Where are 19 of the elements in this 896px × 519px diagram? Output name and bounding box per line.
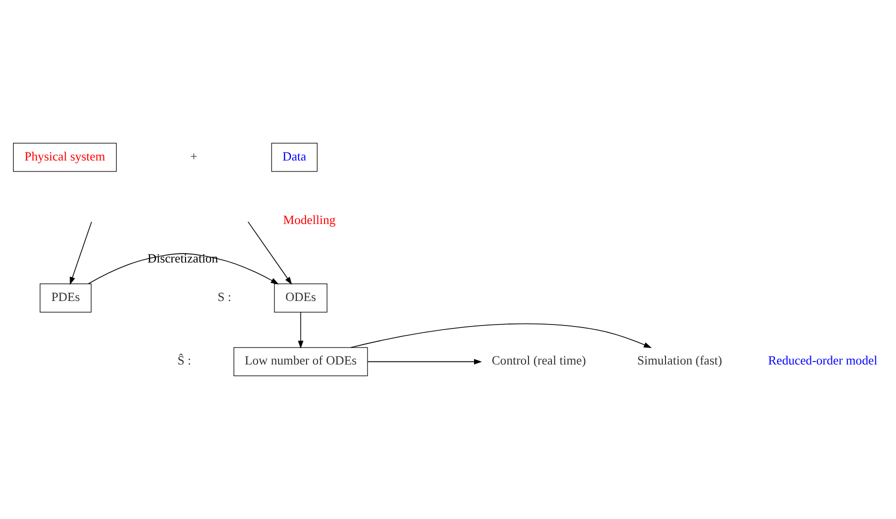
node-box: Data xyxy=(270,142,318,172)
node-box: Low number of ODEs xyxy=(233,347,368,376)
arrow xyxy=(350,323,652,348)
arrow xyxy=(247,221,292,285)
arrow xyxy=(366,358,482,364)
node-box: ODEs xyxy=(274,284,327,312)
label: + xyxy=(190,149,197,164)
node-text: Simulation (fast) xyxy=(636,354,722,368)
node-text: Control (real time) xyxy=(491,354,586,368)
edge-label: Discretization xyxy=(147,251,218,266)
arrow xyxy=(69,221,92,285)
node-label: Ŝ : xyxy=(177,354,191,368)
arrow xyxy=(297,312,303,349)
arrow xyxy=(87,253,278,284)
node-label: S : xyxy=(217,290,231,304)
node-box: PDEs xyxy=(39,284,91,312)
label: Reduced-order model xyxy=(768,354,877,368)
node-box: Physical system xyxy=(12,142,116,172)
label: Modelling xyxy=(282,212,336,227)
